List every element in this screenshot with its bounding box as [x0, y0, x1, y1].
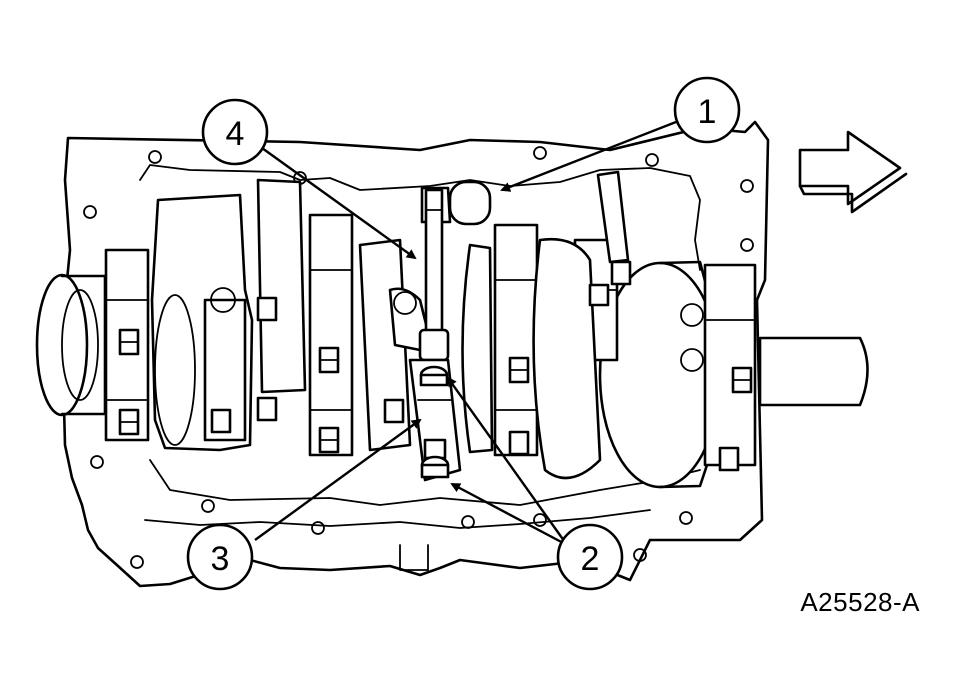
callout-3-label: 3: [211, 540, 230, 578]
bolt: [731, 366, 753, 394]
bolt: [118, 328, 140, 356]
bolt: [508, 356, 530, 384]
bolt: [318, 426, 340, 454]
crankshaft-front-snout: [35, 273, 107, 417]
bolt: [508, 430, 530, 456]
girdle-bolts: [419, 365, 450, 479]
bolt: [118, 408, 140, 436]
bolt: [588, 283, 610, 307]
callout-4: 4: [201, 98, 269, 166]
bolt: [256, 396, 278, 422]
bolt: [420, 438, 450, 479]
right-arrow-icon: [798, 130, 908, 214]
callout-leaders: [254, 120, 677, 547]
socket-extension-tool: [418, 188, 450, 362]
bearing-cap-bolts: [118, 260, 753, 472]
callout-1: 1: [673, 76, 741, 144]
callout-1-label: 1: [698, 93, 717, 131]
connecting-rods: [203, 170, 630, 442]
bolt: [256, 296, 278, 322]
crankshaft-rear-flange: [598, 260, 869, 489]
bolt: [419, 365, 449, 387]
callout-2-label: 2: [581, 540, 600, 578]
figure-id-label: A25528-A: [800, 587, 920, 617]
bolt: [210, 408, 232, 434]
bolt: [318, 346, 340, 374]
bearing-girdle: [408, 358, 462, 482]
callout-3: 3: [186, 523, 254, 591]
bolt: [610, 260, 632, 286]
callout-4-label: 4: [226, 115, 245, 153]
bolt: [718, 446, 740, 472]
callout-2: 2: [556, 523, 624, 591]
bolt: [383, 398, 405, 424]
